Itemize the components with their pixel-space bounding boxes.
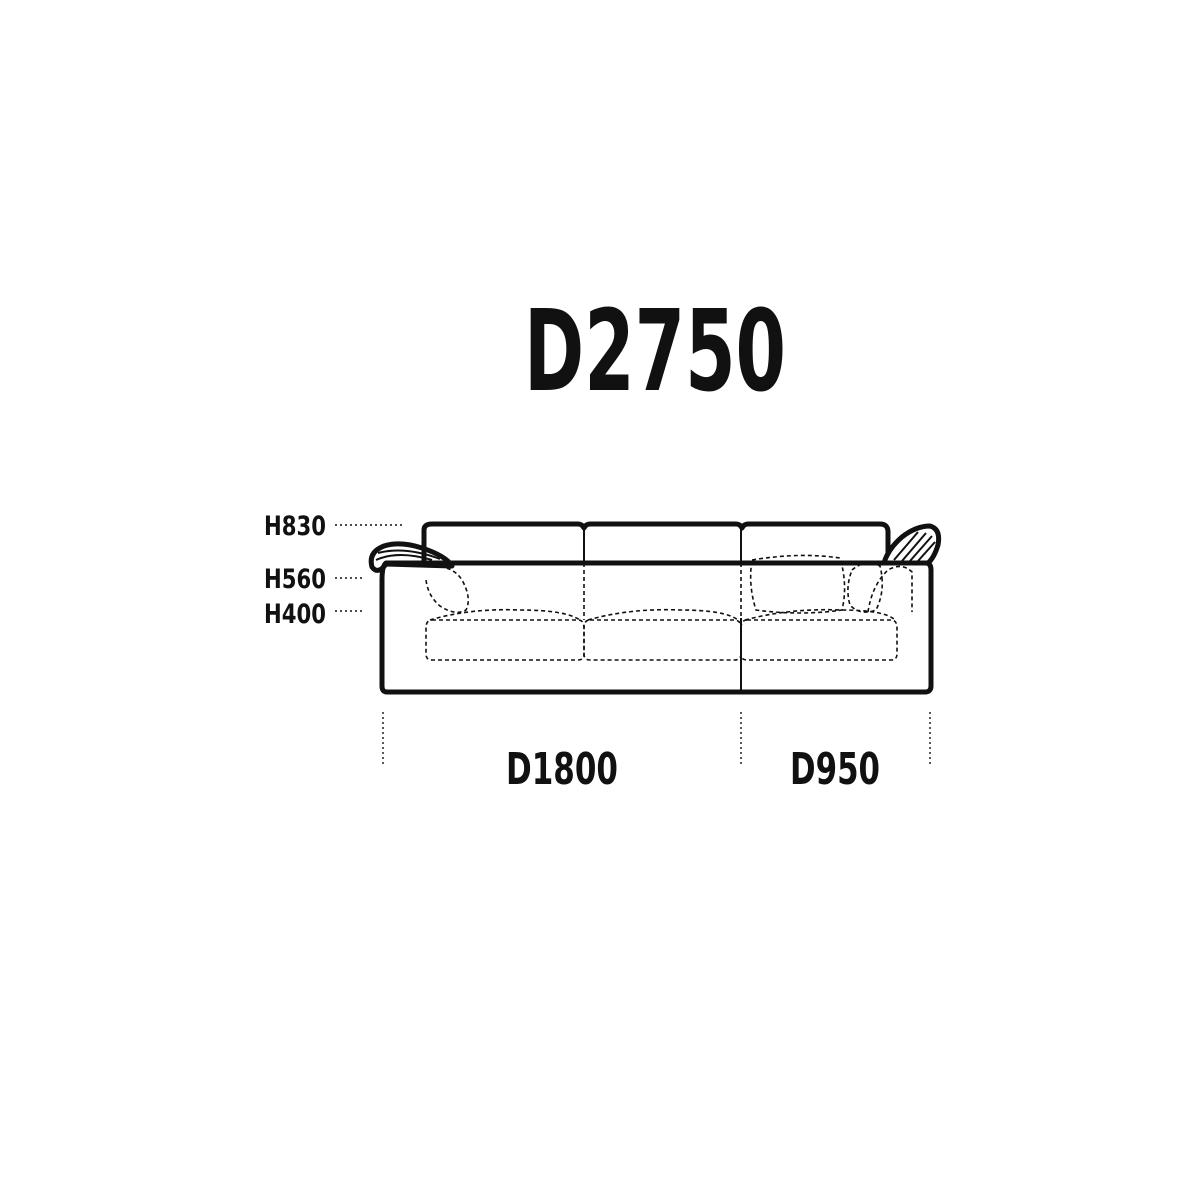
total-depth-label: D2750 (524, 287, 786, 417)
right-arm-cushion (881, 523, 942, 566)
segment-depth-left-label: D1800 (506, 744, 618, 795)
height-seat-label: H400 (264, 599, 326, 630)
left-back-cushion (425, 564, 470, 614)
right-arm-hatch-3 (909, 535, 933, 562)
right-arm-hatch-2 (901, 532, 927, 562)
right-arm-hatch-1 (893, 531, 919, 561)
backrest-outline (421, 521, 891, 566)
left-arm-cushion (368, 541, 455, 573)
left-arm-cushion-seam-2 (377, 549, 441, 560)
seat-cushion-2 (583, 619, 742, 661)
seat-cushion-1 (425, 619, 585, 661)
seat-cushion-top-2 (587, 608, 739, 621)
height-arm-label: H560 (264, 564, 326, 595)
right-arm-hatch-4 (917, 541, 936, 562)
segment-depth-right-label: D950 (790, 744, 880, 795)
left-arm-cushion-seam (375, 554, 433, 561)
seat-cushion-top-3 (744, 608, 896, 621)
right-pillow-round (847, 562, 884, 613)
seat-cushion-top-1 (429, 608, 581, 621)
sofa-side-view (368, 521, 942, 695)
base-body-outline (379, 560, 934, 695)
seat-cushion-3 (740, 619, 898, 661)
right-arm-inner (867, 565, 913, 613)
right-pillow-square (749, 554, 846, 614)
height-back-label: H830 (264, 511, 326, 542)
